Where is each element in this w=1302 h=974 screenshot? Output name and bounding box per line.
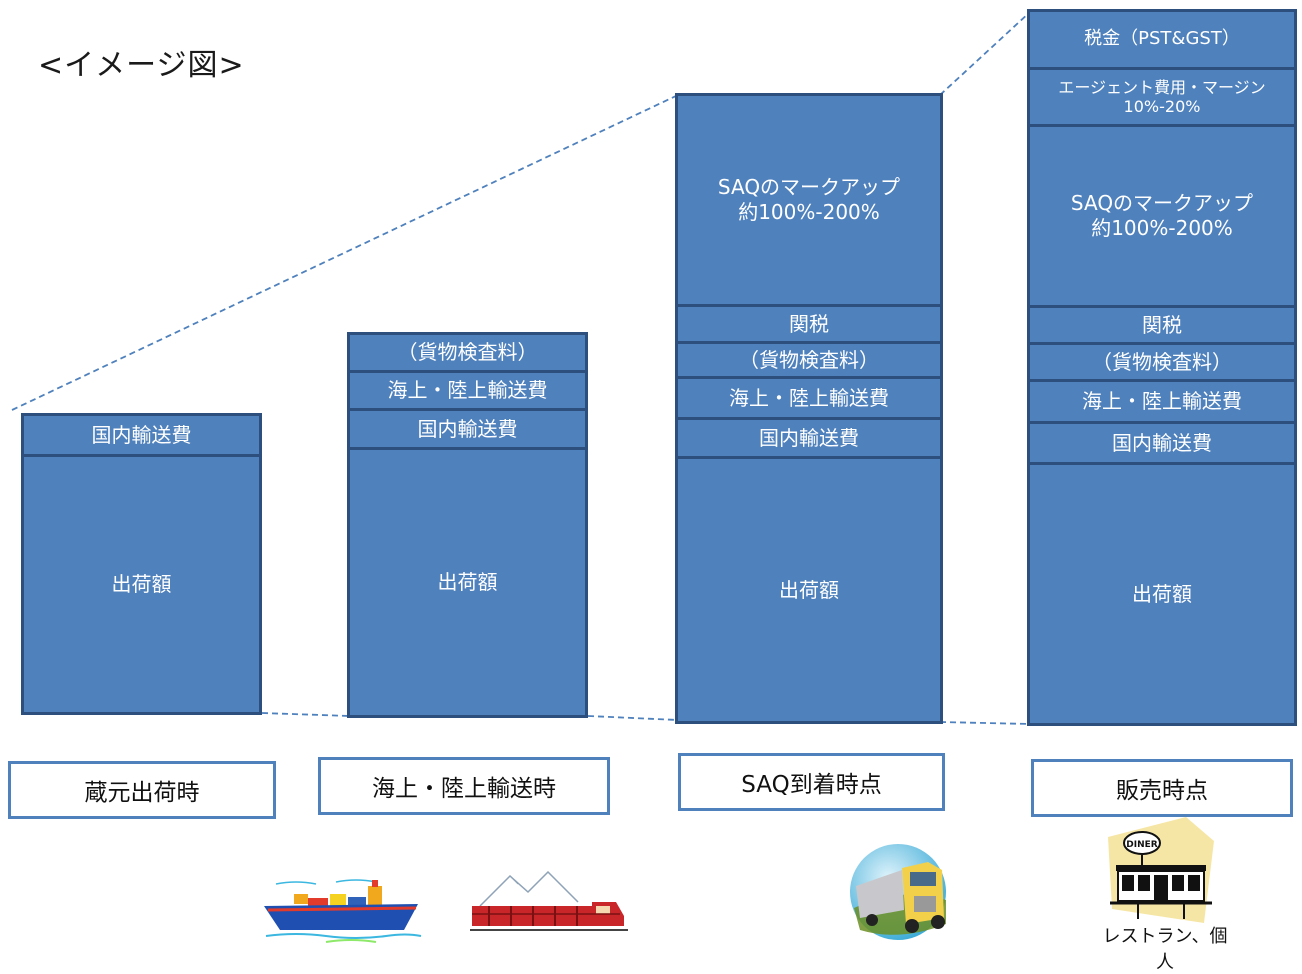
segment-domestic-transport: 国内輸送費 [350,411,585,447]
segment-domestic-transport: 国内輸送費 [24,416,259,454]
segment-inspection-fee: （貨物検査料） [678,344,940,376]
segment-sea-land-transport: 海上・陸上輸送費 [1030,382,1294,421]
bottom-connector-line-1 [261,712,351,717]
segment-customs-duty: 関税 [1030,308,1294,342]
connector-lines [11,11,1031,725]
segment-tax: 税金（PST&GST） [1030,12,1294,67]
segment-domestic-transport: 国内輸送費 [678,420,940,456]
segment-shipment-value: 出荷額 [350,450,585,715]
bottom-connector-line-2 [587,715,679,721]
stack-column-3: SAQのマークアップ 約100%-200% 関税 （貨物検査料） 海上・陸上輸送… [675,93,943,724]
stage-label-saq-arrival: SAQ到着時点 [678,753,945,811]
stack-column-2: （貨物検査料） 海上・陸上輸送費 国内輸送費 出荷額 [347,332,588,718]
top-connector-line-1 [11,94,679,411]
truck-icon [850,844,946,940]
segment-inspection-fee: （貨物検査料） [350,335,585,370]
segment-customs-duty: 関税 [678,307,940,341]
bottom-connector-line-3 [939,721,1031,725]
train-icon [470,870,628,931]
stack-column-4: 税金（PST&GST） エージェント費用・マージン 10%-20% SAQのマー… [1027,9,1297,726]
segment-saq-markup: SAQのマークアップ 約100%-200% [1030,127,1294,305]
segment-inspection-fee: （貨物検査料） [1030,345,1294,379]
segment-domestic-transport: 国内輸送費 [1030,424,1294,462]
segment-saq-markup: SAQのマークアップ 約100%-200% [678,96,940,304]
segment-sea-land-transport: 海上・陸上輸送費 [350,373,585,408]
top-connector-line-2 [939,11,1031,96]
segment-shipment-value: 出荷額 [678,459,940,721]
diagram-title: <イメージ図> [38,48,245,83]
segment-shipment-value: 出荷額 [1030,465,1294,723]
cargo-ship-icon [264,879,422,943]
diner-sign-text: DINER [1126,840,1157,850]
segment-sea-land-transport: 海上・陸上輸送費 [678,379,940,417]
stage-label-sea-land-transport: 海上・陸上輸送時 [318,757,610,815]
diner-restaurant-icon: DINER [1108,817,1214,923]
stage-label-sale: 販売時点 [1031,759,1293,817]
restaurant-caption: レストラン、個人 [1102,926,1228,973]
segment-shipment-value: 出荷額 [24,457,259,712]
segment-agent-margin: エージェント費用・マージン 10%-20% [1030,70,1294,124]
stage-label-brewery-shipment: 蔵元出荷時 [8,761,276,819]
stack-column-1: 国内輸送費 出荷額 [21,413,262,715]
